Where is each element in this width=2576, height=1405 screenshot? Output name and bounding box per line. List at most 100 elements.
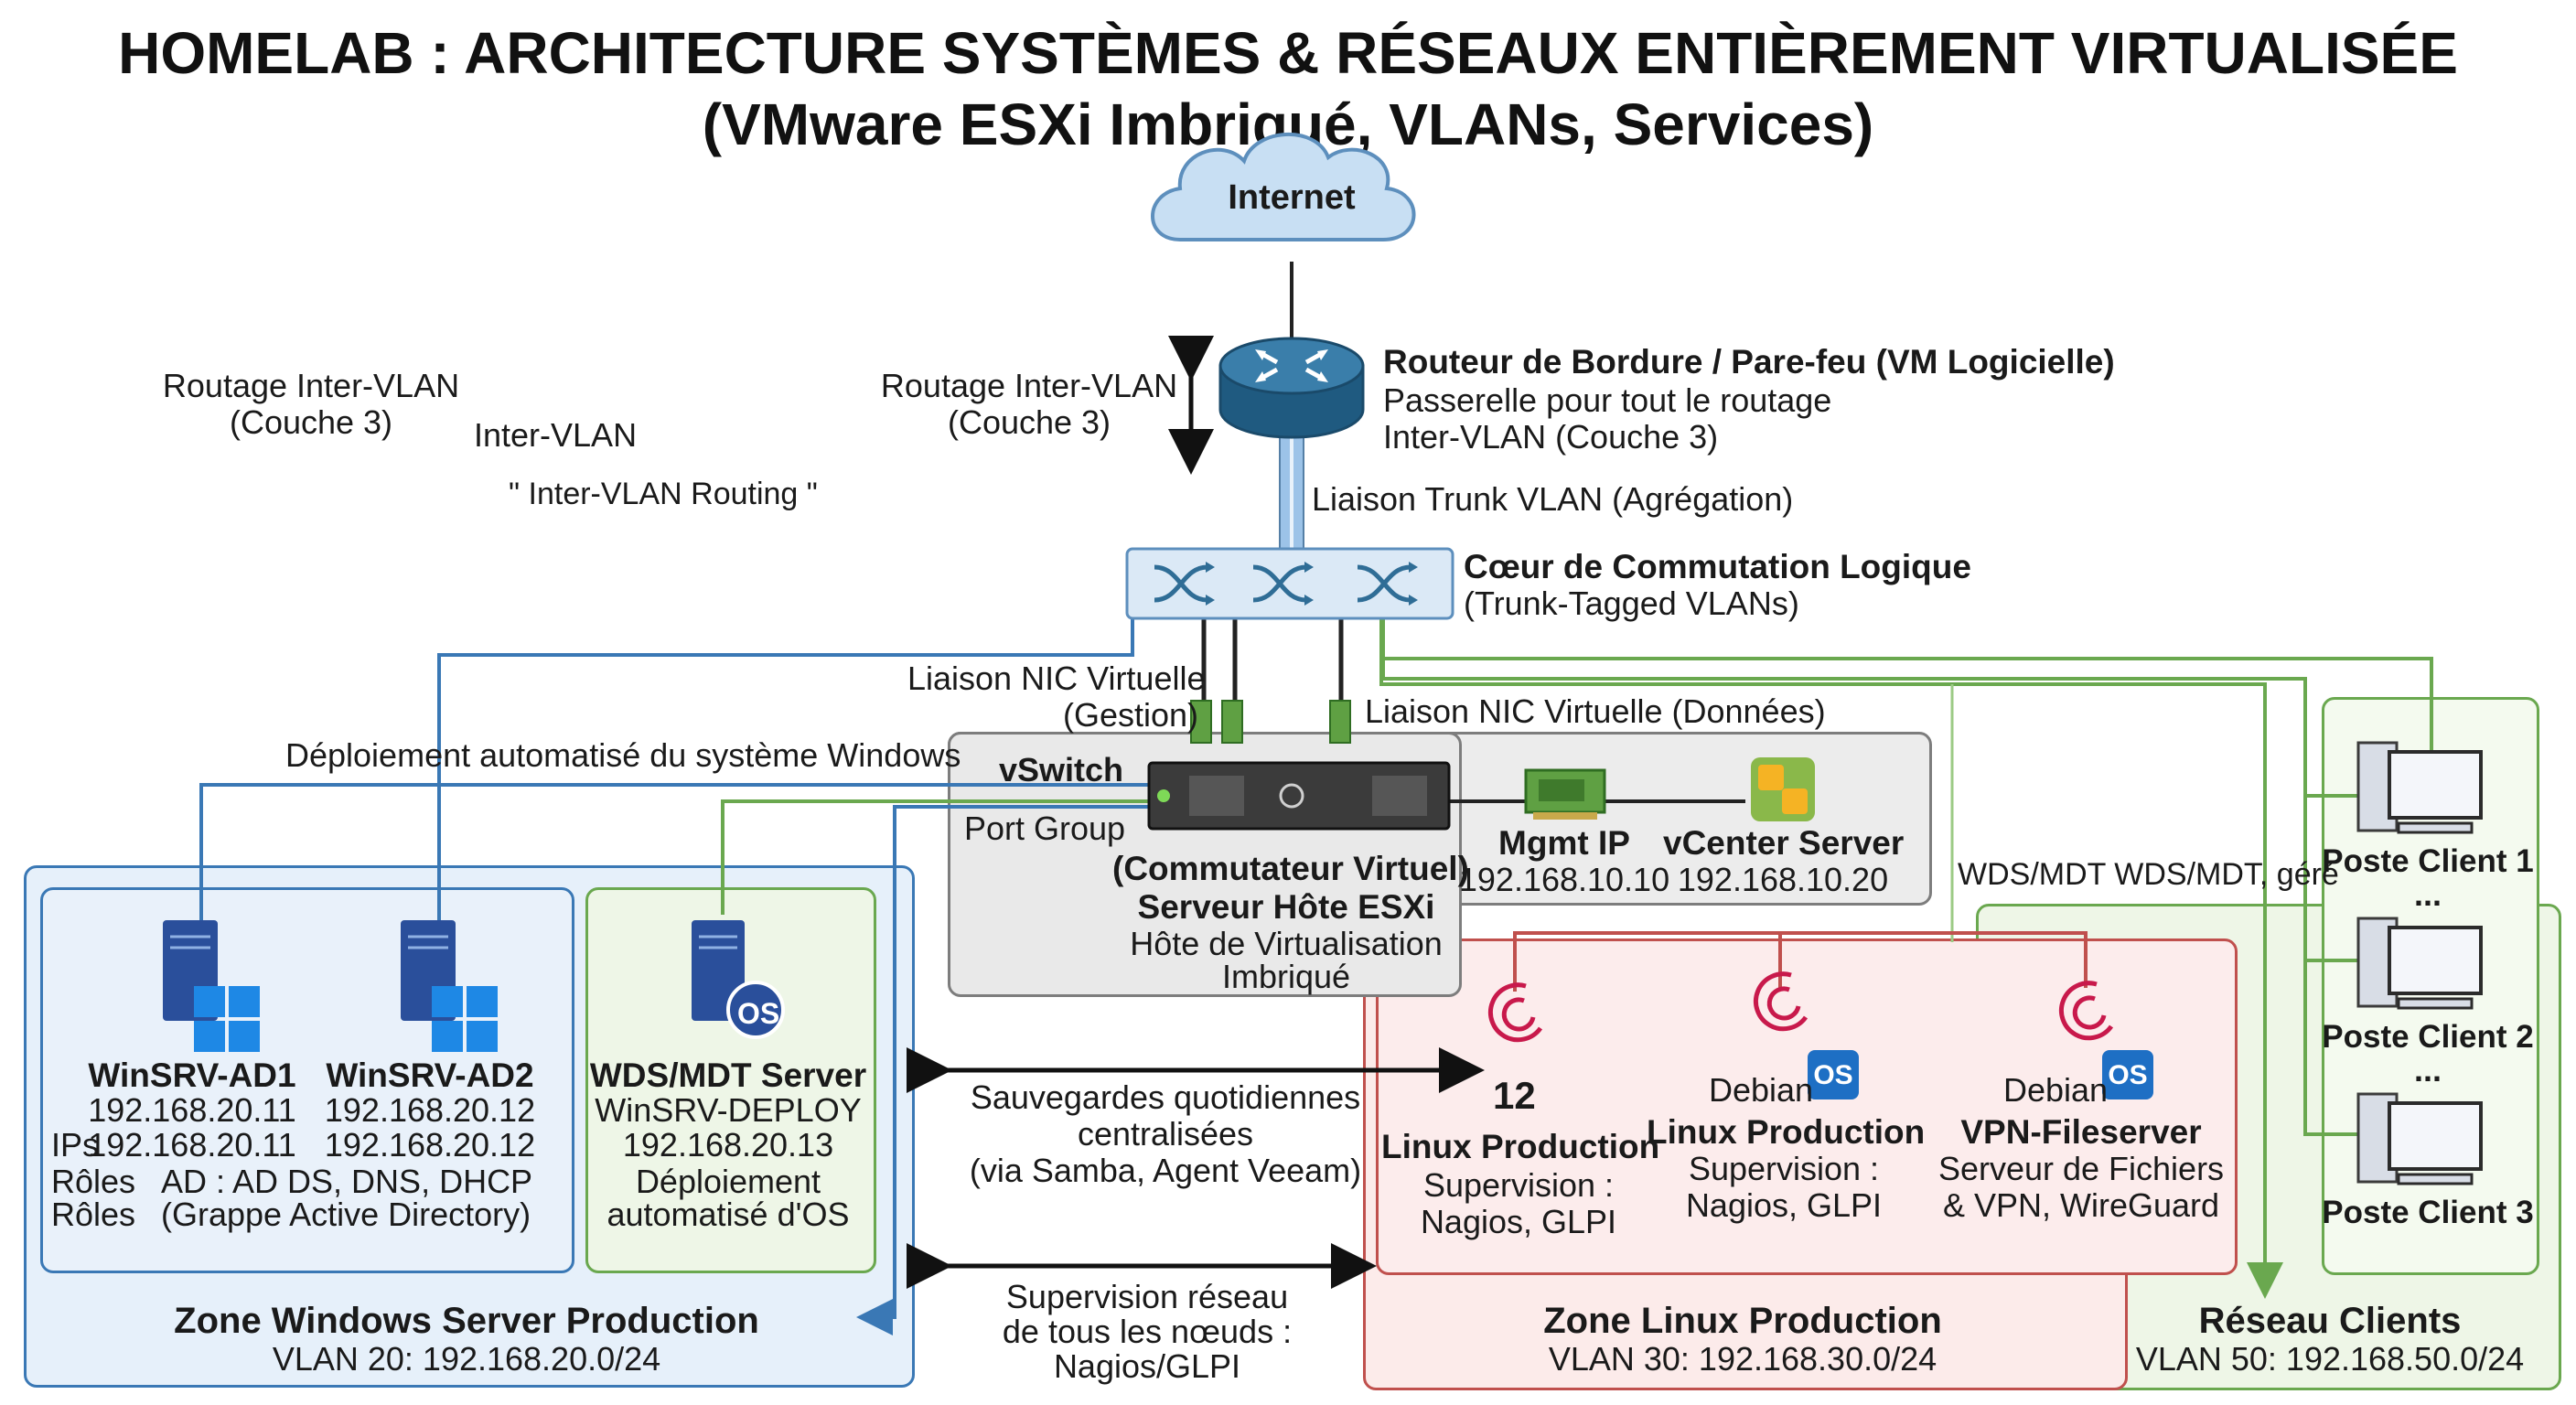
router-icon [1218, 337, 1365, 439]
nic-mgmt-label-1: Liaison NIC Virtuelle [907, 660, 1206, 697]
router-title: Routeur de Bordure / Pare-feu (VM Logici… [1383, 343, 2115, 381]
wds-ip: 192.168.20.13 [622, 1126, 834, 1164]
ips-label: IPs [51, 1126, 100, 1164]
intervlan-routing-note: " Inter-VLAN Routing " [509, 477, 818, 511]
client3-line [2303, 960, 2360, 1136]
deploy-label: Déploiement automatisé du système Window… [285, 736, 961, 774]
client-pc-icon-3 [2356, 1092, 2483, 1185]
mgmt-nic-icon [1524, 768, 1606, 820]
router-side-label-2: (Couche 3) [947, 403, 1111, 441]
nic-icons [1190, 700, 1351, 744]
clients-zone-title: Réseau Clients [2198, 1301, 2462, 1341]
wds-host: WinSRV-DEPLOY [595, 1091, 862, 1129]
linux-s1-version: 12 [1493, 1074, 1536, 1117]
switch-icon [1125, 547, 1454, 620]
linux-s2-os-badge: OS [1813, 1060, 1853, 1090]
linux-s3-distro: Debian [2003, 1071, 2109, 1109]
cloud-icon [1151, 133, 1416, 241]
portgroup-label: Port Group [964, 810, 1126, 847]
deploy-line-wds [721, 799, 1149, 915]
ad1-name: WinSRV-AD1 [88, 1056, 296, 1094]
router-desc-1: Passerelle pour tout le routage [1383, 381, 1832, 419]
wds-desc-1: Déploiement [635, 1163, 821, 1200]
linux-s1-desc-2: Nagios, GLPI [1420, 1203, 1617, 1240]
windows-zone-title: Zone Windows Server Production [174, 1301, 759, 1341]
ad2-ip-2: 192.168.20.12 [324, 1126, 536, 1164]
linux-s1-desc-1: Supervision : [1422, 1166, 1615, 1204]
intervlan-note: Inter-VLAN [474, 416, 638, 454]
linux-s2-desc-2: Nagios, GLPI [1685, 1186, 1883, 1224]
page-title: HOMELAB : ARCHITECTURE SYSTÈMES & RÉSEAU… [118, 20, 2458, 86]
ad1-ip-2: 192.168.20.11 [88, 1126, 296, 1164]
linux-zone-vlan: VLAN 30: 192.168.30.0/24 [1548, 1340, 1937, 1378]
debian-icon-3 [2058, 981, 2153, 1099]
linux-s2-distro: Debian [1709, 1071, 1814, 1109]
wds-name: WDS/MDT Server [589, 1056, 867, 1094]
vcenter-ip: 192.168.10.20 [1677, 861, 1889, 898]
deploy-line-ad2 [437, 618, 1134, 924]
client-pc-icon-1 [2356, 741, 2483, 834]
windows-zone-vlan: VLAN 20: 192.168.20.0/24 [272, 1340, 661, 1378]
windows-server-icon-ad1 [163, 920, 260, 1052]
client-3-label: Poste Client 3 [2322, 1195, 2534, 1230]
wds-desc-2: automatisé d'OS [606, 1196, 850, 1233]
roles-value-2: (Grappe Active Directory) [161, 1196, 531, 1233]
wds-managed-note: WDS/MDT WDS/MDT, géré [1958, 857, 2339, 892]
roles-label-2: Rôles [51, 1196, 136, 1233]
virtual-switch-label: (Commutateur Virtuel) [1112, 850, 1469, 887]
clients-network-line [1379, 618, 2283, 1299]
router-desc-2: Inter-VLAN (Couche 3) [1383, 418, 1719, 456]
debian-icon-2 [1753, 971, 1859, 1099]
monitor-label-1: Supervision réseau [1005, 1278, 1289, 1315]
vswitch-label: vSwitch [999, 751, 1124, 788]
nic-mgmt-label-2: (Gestion) [1063, 696, 1199, 734]
esxi-server-icon [1147, 761, 1451, 831]
client-2-label: Poste Client 2 [2322, 1019, 2534, 1055]
esxi-host-desc-1: Hôte de Virtualisation [1130, 925, 1443, 962]
esxi-host-title: Serveur Hôte ESXi [1137, 888, 1435, 926]
linux-s2-desc-1: Supervision : [1688, 1150, 1880, 1187]
nic-data-label: Liaison NIC Virtuelle (Données) [1365, 692, 1826, 730]
linux-s1-name: Linux Production [1381, 1128, 1660, 1165]
roles-value-1: AD : AD DS, DNS, DHCP [161, 1163, 533, 1200]
mgmt-ip-value: 192.168.10.10 [1458, 861, 1670, 898]
debian-icon-1 [1487, 982, 1543, 1043]
monitor-label-2: de tous les nœuds : [1002, 1313, 1293, 1350]
vcenter-label: vCenter Server [1663, 824, 1905, 862]
linux-s3-desc-2: & VPN, WireGuard [1942, 1186, 2220, 1224]
vcenter-icon [1751, 757, 1815, 821]
routing-note-1: Routage Inter-VLAN [162, 367, 460, 404]
windows-server-icon-ad2 [401, 920, 498, 1052]
mgmt-ip-label: Mgmt IP [1498, 824, 1630, 862]
linux-zone-title: Zone Linux Production [1543, 1301, 1942, 1341]
linux-s3-os-badge: OS [2108, 1060, 2148, 1090]
internet-label: Internet [1228, 178, 1356, 217]
clients-zone-vlan: VLAN 50: 192.168.50.0/24 [2135, 1340, 2525, 1378]
core-switch-title: Cœur de Commutation Logique [1464, 548, 1971, 585]
client-dots-1: ... [2413, 875, 2442, 913]
windows-ad-box[interactable] [40, 887, 574, 1273]
monitor-line-windows [856, 805, 1149, 1335]
linux-links [1513, 931, 2088, 992]
router-side-label-1: Routage Inter-VLAN [880, 367, 1178, 404]
deploy-line-ad1 [199, 783, 1149, 924]
wds-os-badge: OS [737, 997, 780, 1030]
ad2-ip-1: 192.168.20.12 [324, 1091, 536, 1129]
trunk-label: Liaison Trunk VLAN (Agrégation) [1312, 480, 1794, 518]
linux-s3-desc-1: Serveur de Fichiers [1937, 1150, 2225, 1187]
esxi-host-desc-2: Imbriqué [1221, 958, 1351, 995]
backup-label-2: centralisées [1077, 1115, 1254, 1153]
client-dots-2: ... [2413, 1051, 2442, 1089]
backup-label-3: (via Samba, Agent Veeam) [969, 1152, 1362, 1189]
ad1-ip-1: 192.168.20.11 [88, 1091, 296, 1129]
backup-label-1: Sauvegardes quotidiennes [970, 1078, 1361, 1116]
core-switch-subtitle: (Trunk-Tagged VLANs) [1464, 585, 1799, 622]
roles-label-1: Rôles [51, 1163, 136, 1200]
client-1-label: Poste Client 1 [2322, 843, 2534, 879]
client1-line [1381, 618, 2433, 765]
ad2-name: WinSRV-AD2 [326, 1056, 534, 1094]
linux-inner-box [1376, 938, 2238, 1275]
linux-s2-name: Linux Production [1647, 1113, 1926, 1151]
monitor-label-3: Nagios/GLPI [1053, 1347, 1241, 1385]
